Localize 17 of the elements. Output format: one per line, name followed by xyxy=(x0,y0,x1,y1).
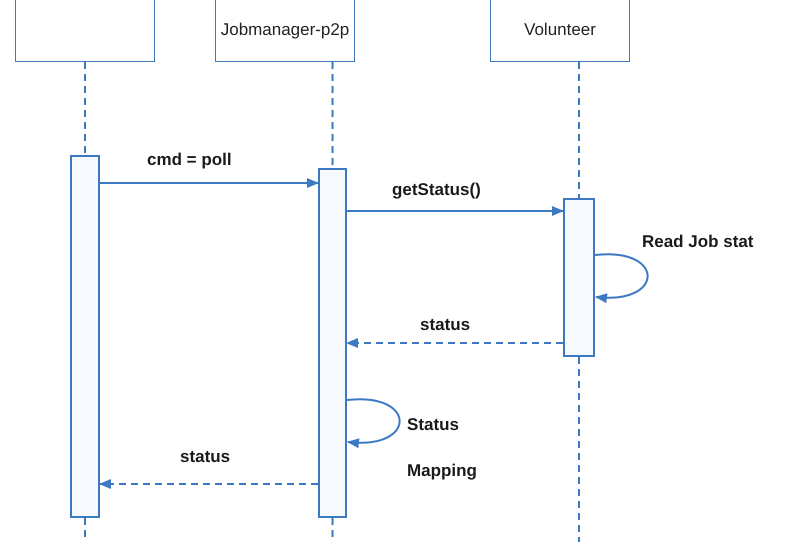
message-arrow xyxy=(346,338,563,348)
edge-label: Status Mapping xyxy=(406,414,478,482)
edge-label: getStatus() xyxy=(390,180,483,200)
activation-bar xyxy=(563,198,595,357)
self-message-arrow xyxy=(346,398,401,448)
message-arrow xyxy=(347,206,564,216)
lifeline-header-box: Volunteer xyxy=(490,0,630,62)
lifeline xyxy=(84,62,86,155)
lifeline xyxy=(332,62,334,168)
message-arrow xyxy=(99,479,318,489)
self-message-arrow xyxy=(594,253,649,302)
lifeline-header-box xyxy=(15,0,155,62)
lifeline xyxy=(578,62,580,198)
activation-bar xyxy=(70,155,100,518)
message-arrow xyxy=(100,178,319,188)
lifeline-header-box: Jobmanager-p2p xyxy=(215,0,355,62)
activation-bar xyxy=(318,168,347,518)
